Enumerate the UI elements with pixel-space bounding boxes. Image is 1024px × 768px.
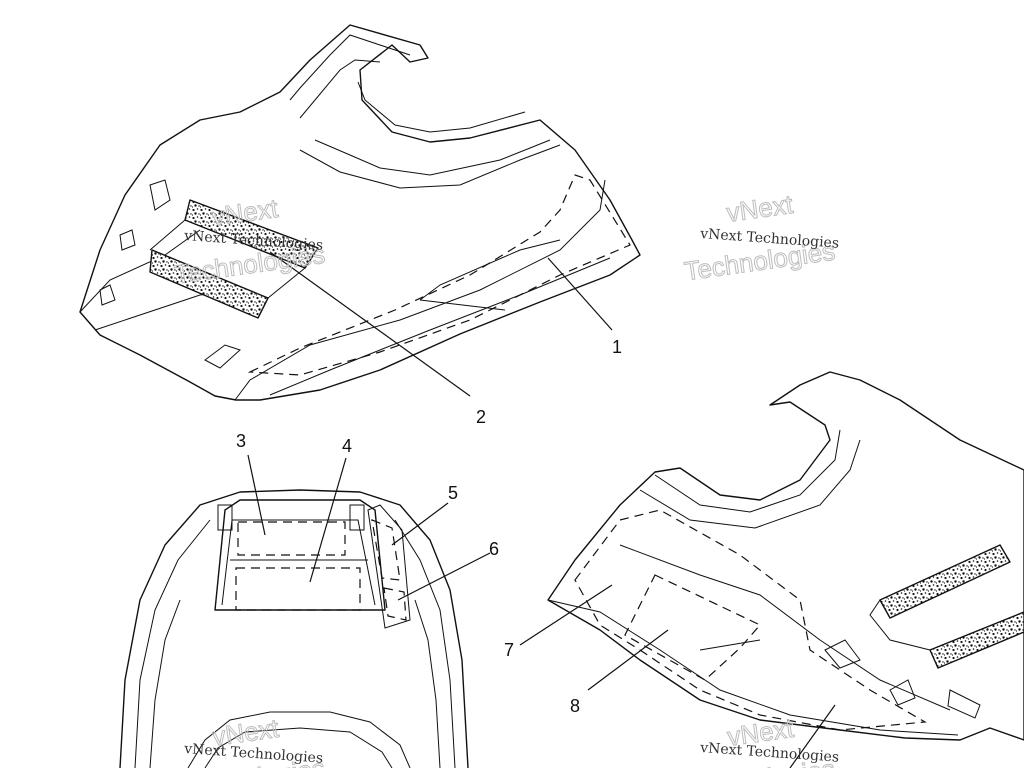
callout-6: 6: [489, 539, 499, 559]
leader-7: [519, 584, 613, 646]
leader-6: [397, 552, 491, 601]
leader-4: [309, 457, 347, 583]
leader-3: [247, 454, 266, 536]
callout-7: 7: [504, 640, 514, 660]
callout-2: 2: [476, 407, 486, 427]
leader-2: [269, 251, 471, 397]
callout-8: 8: [570, 696, 580, 716]
callouts: 1 2 3 4 5 6 7 8: [236, 337, 622, 716]
leader-bottom: [789, 704, 836, 768]
leader-1: [547, 257, 613, 331]
leader-lines: [247, 251, 836, 768]
hood-view-top-left: [79, 24, 641, 401]
callout-1: 1: [612, 337, 622, 357]
watermark-word-3: vNext: [725, 189, 796, 228]
leader-5: [391, 502, 449, 546]
hood-view-right-side: [547, 371, 1024, 741]
callout-4: 4: [342, 436, 352, 456]
callout-3: 3: [236, 431, 246, 451]
callout-5: 5: [448, 483, 458, 503]
watermark-word-1: vNext: [210, 193, 281, 232]
leader-8: [587, 629, 669, 691]
hood-view-top-down: [119, 489, 469, 768]
